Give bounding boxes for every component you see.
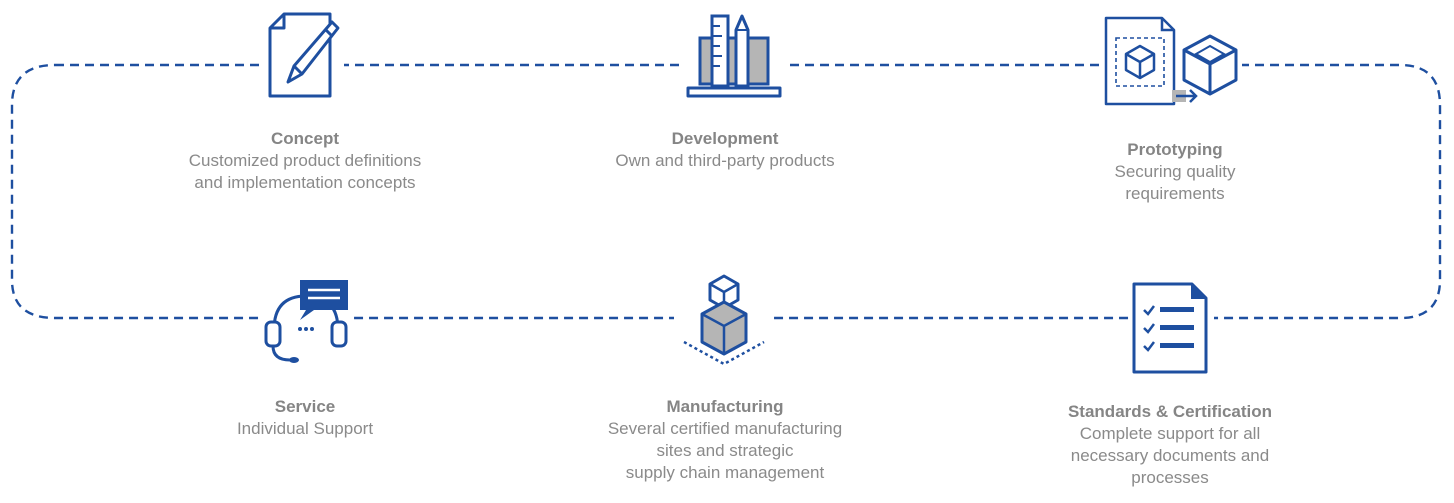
step-desc-line: Several certified manufacturing <box>607 419 843 438</box>
step-standards-certification: Standards & Certification Complete suppo… <box>1020 401 1320 489</box>
step-desc-line: processes <box>1131 468 1209 487</box>
step-desc-line: Individual Support <box>236 419 374 438</box>
step-manufacturing: Manufacturing Several certified manufact… <box>575 396 875 484</box>
headset-chat-icon <box>262 276 352 366</box>
laptop-ruler-pencil-icon <box>684 10 784 104</box>
step-desc-line: sites and strategic <box>656 441 794 460</box>
step-title: Service <box>274 397 336 416</box>
step-title: Standards & Certification <box>1067 402 1273 421</box>
step-service: Service Individual Support <box>155 396 455 440</box>
step-title: Manufacturing <box>666 397 784 416</box>
pencil-document-icon <box>262 8 344 104</box>
step-desc-line: necessary documents and <box>1070 446 1270 465</box>
step-title: Development <box>671 129 779 148</box>
step-concept: Concept Customized product definitions a… <box>155 128 455 194</box>
step-prototyping: Prototyping Securing quality requirement… <box>1025 139 1325 205</box>
step-title: Prototyping <box>1127 140 1223 159</box>
step-desc-line: Securing quality <box>1114 162 1236 181</box>
step-development: Development Own and third-party products <box>575 128 875 172</box>
step-desc-line: Complete support for all <box>1079 424 1261 443</box>
step-desc-line: and implementation concepts <box>194 173 416 192</box>
3d-cube-model-icon <box>1102 14 1242 110</box>
stacked-boxes-icon <box>674 272 774 366</box>
step-desc-line: Customized product definitions <box>188 151 422 170</box>
step-desc-line: requirements <box>1125 184 1225 203</box>
step-desc-line: supply chain management <box>625 463 825 482</box>
checklist-document-icon <box>1130 280 1214 376</box>
step-desc-line: Own and third-party products <box>615 151 835 170</box>
step-title: Concept <box>271 129 339 148</box>
